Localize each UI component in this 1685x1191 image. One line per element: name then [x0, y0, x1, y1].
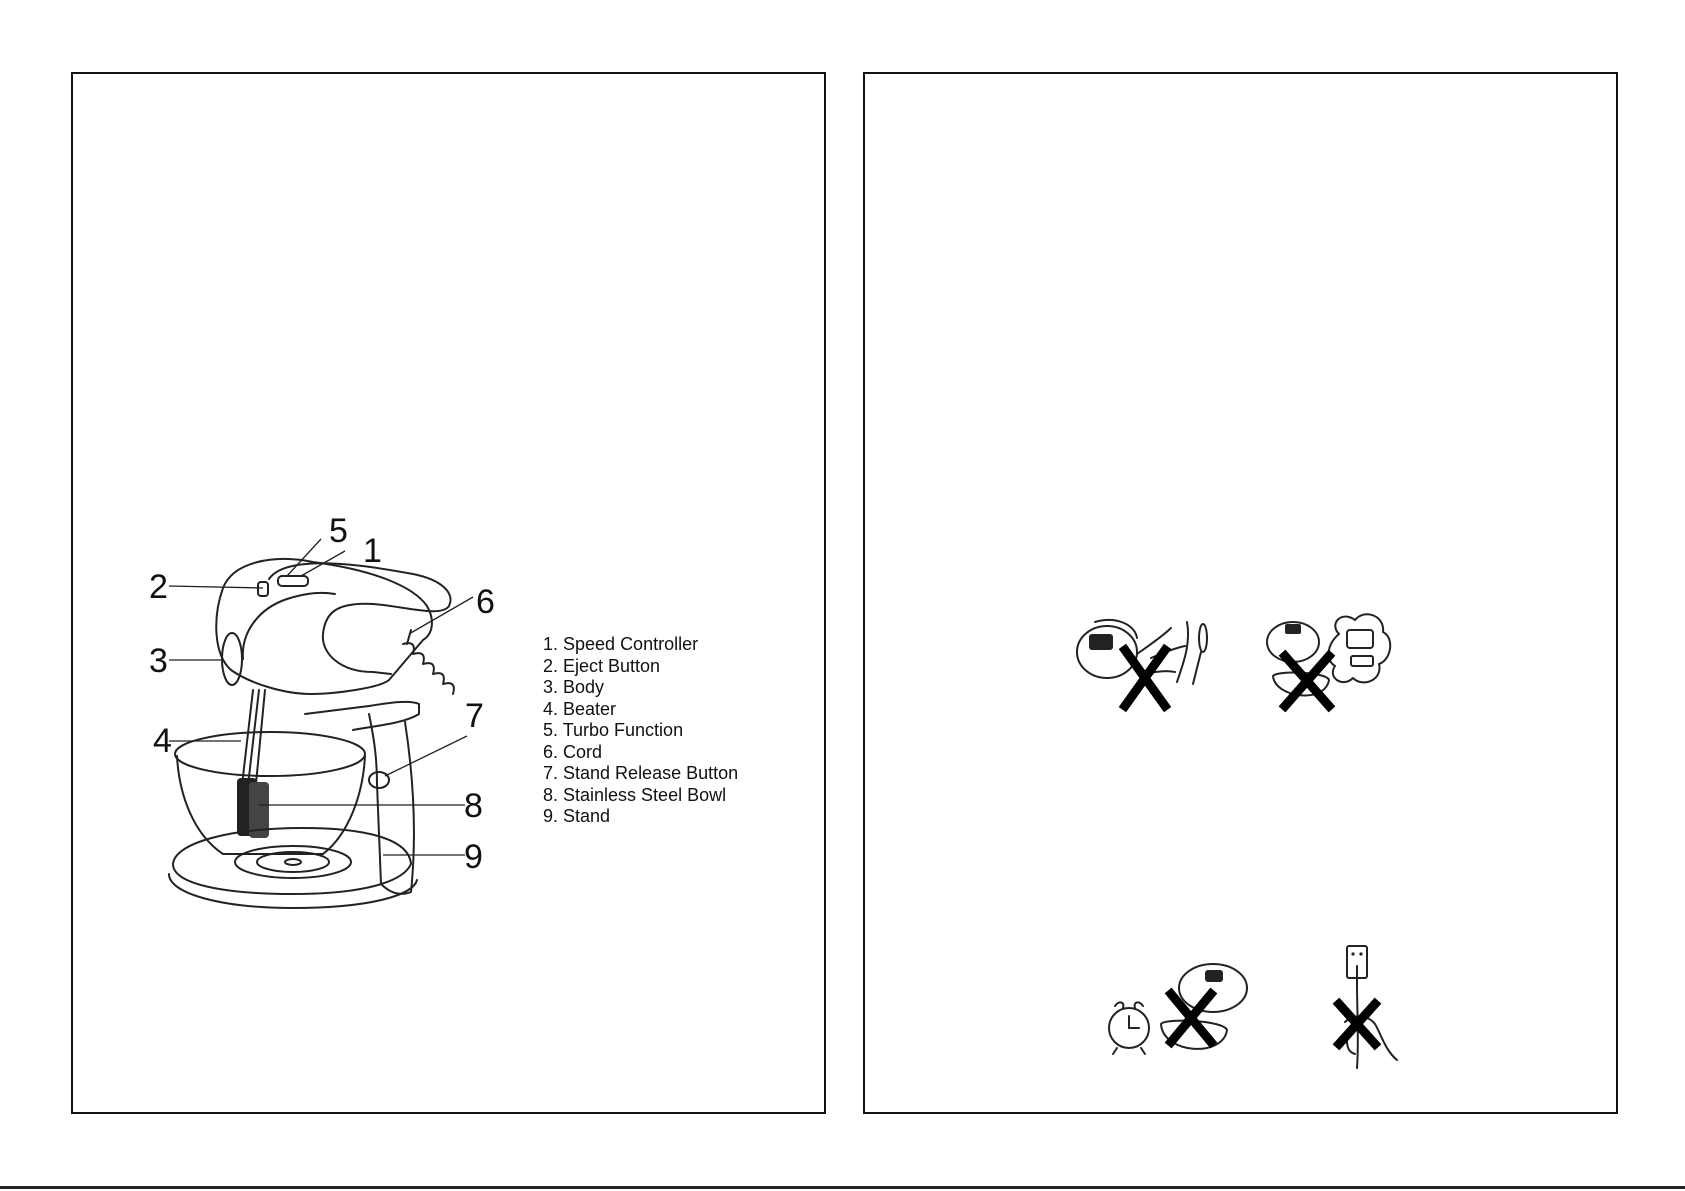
no-mixing-solid-foods-icon	[1255, 614, 1395, 714]
callout-1: 1	[363, 534, 382, 568]
callout-7: 7	[465, 699, 484, 733]
callout-9: 9	[464, 840, 483, 874]
callout-2: 2	[149, 570, 168, 604]
right-page	[863, 72, 1618, 1114]
bottom-edge-rule	[0, 1186, 1685, 1189]
part-item: 4. Beater	[543, 699, 738, 721]
callout-3: 3	[149, 644, 168, 678]
parts-list: 1. Speed Controller 2. Eject Button 3. B…	[543, 634, 738, 828]
left-page: 5 1 2 6 3 7 4 8 9 1. Speed Controller 2.…	[71, 72, 826, 1114]
part-item: 5. Turbo Function	[543, 720, 738, 742]
part-item: 1. Speed Controller	[543, 634, 738, 656]
no-continuous-long-operation-icon	[1105, 954, 1265, 1064]
part-item: 6. Cord	[543, 742, 738, 764]
part-item: 7. Stand Release Button	[543, 763, 738, 785]
callout-4: 4	[153, 724, 172, 758]
part-item: 3. Body	[543, 677, 738, 699]
no-hands-utensils-near-beaters-icon	[1075, 614, 1215, 714]
part-item: 9. Stand	[543, 806, 738, 828]
part-item: 2. Eject Button	[543, 656, 738, 678]
callout-6: 6	[476, 585, 495, 619]
stand-mixer-illustration	[73, 74, 828, 1116]
callout-8: 8	[464, 789, 483, 823]
no-pulling-cord-icon	[1315, 942, 1415, 1072]
callout-5: 5	[329, 514, 348, 548]
part-item: 8. Stainless Steel Bowl	[543, 785, 738, 807]
